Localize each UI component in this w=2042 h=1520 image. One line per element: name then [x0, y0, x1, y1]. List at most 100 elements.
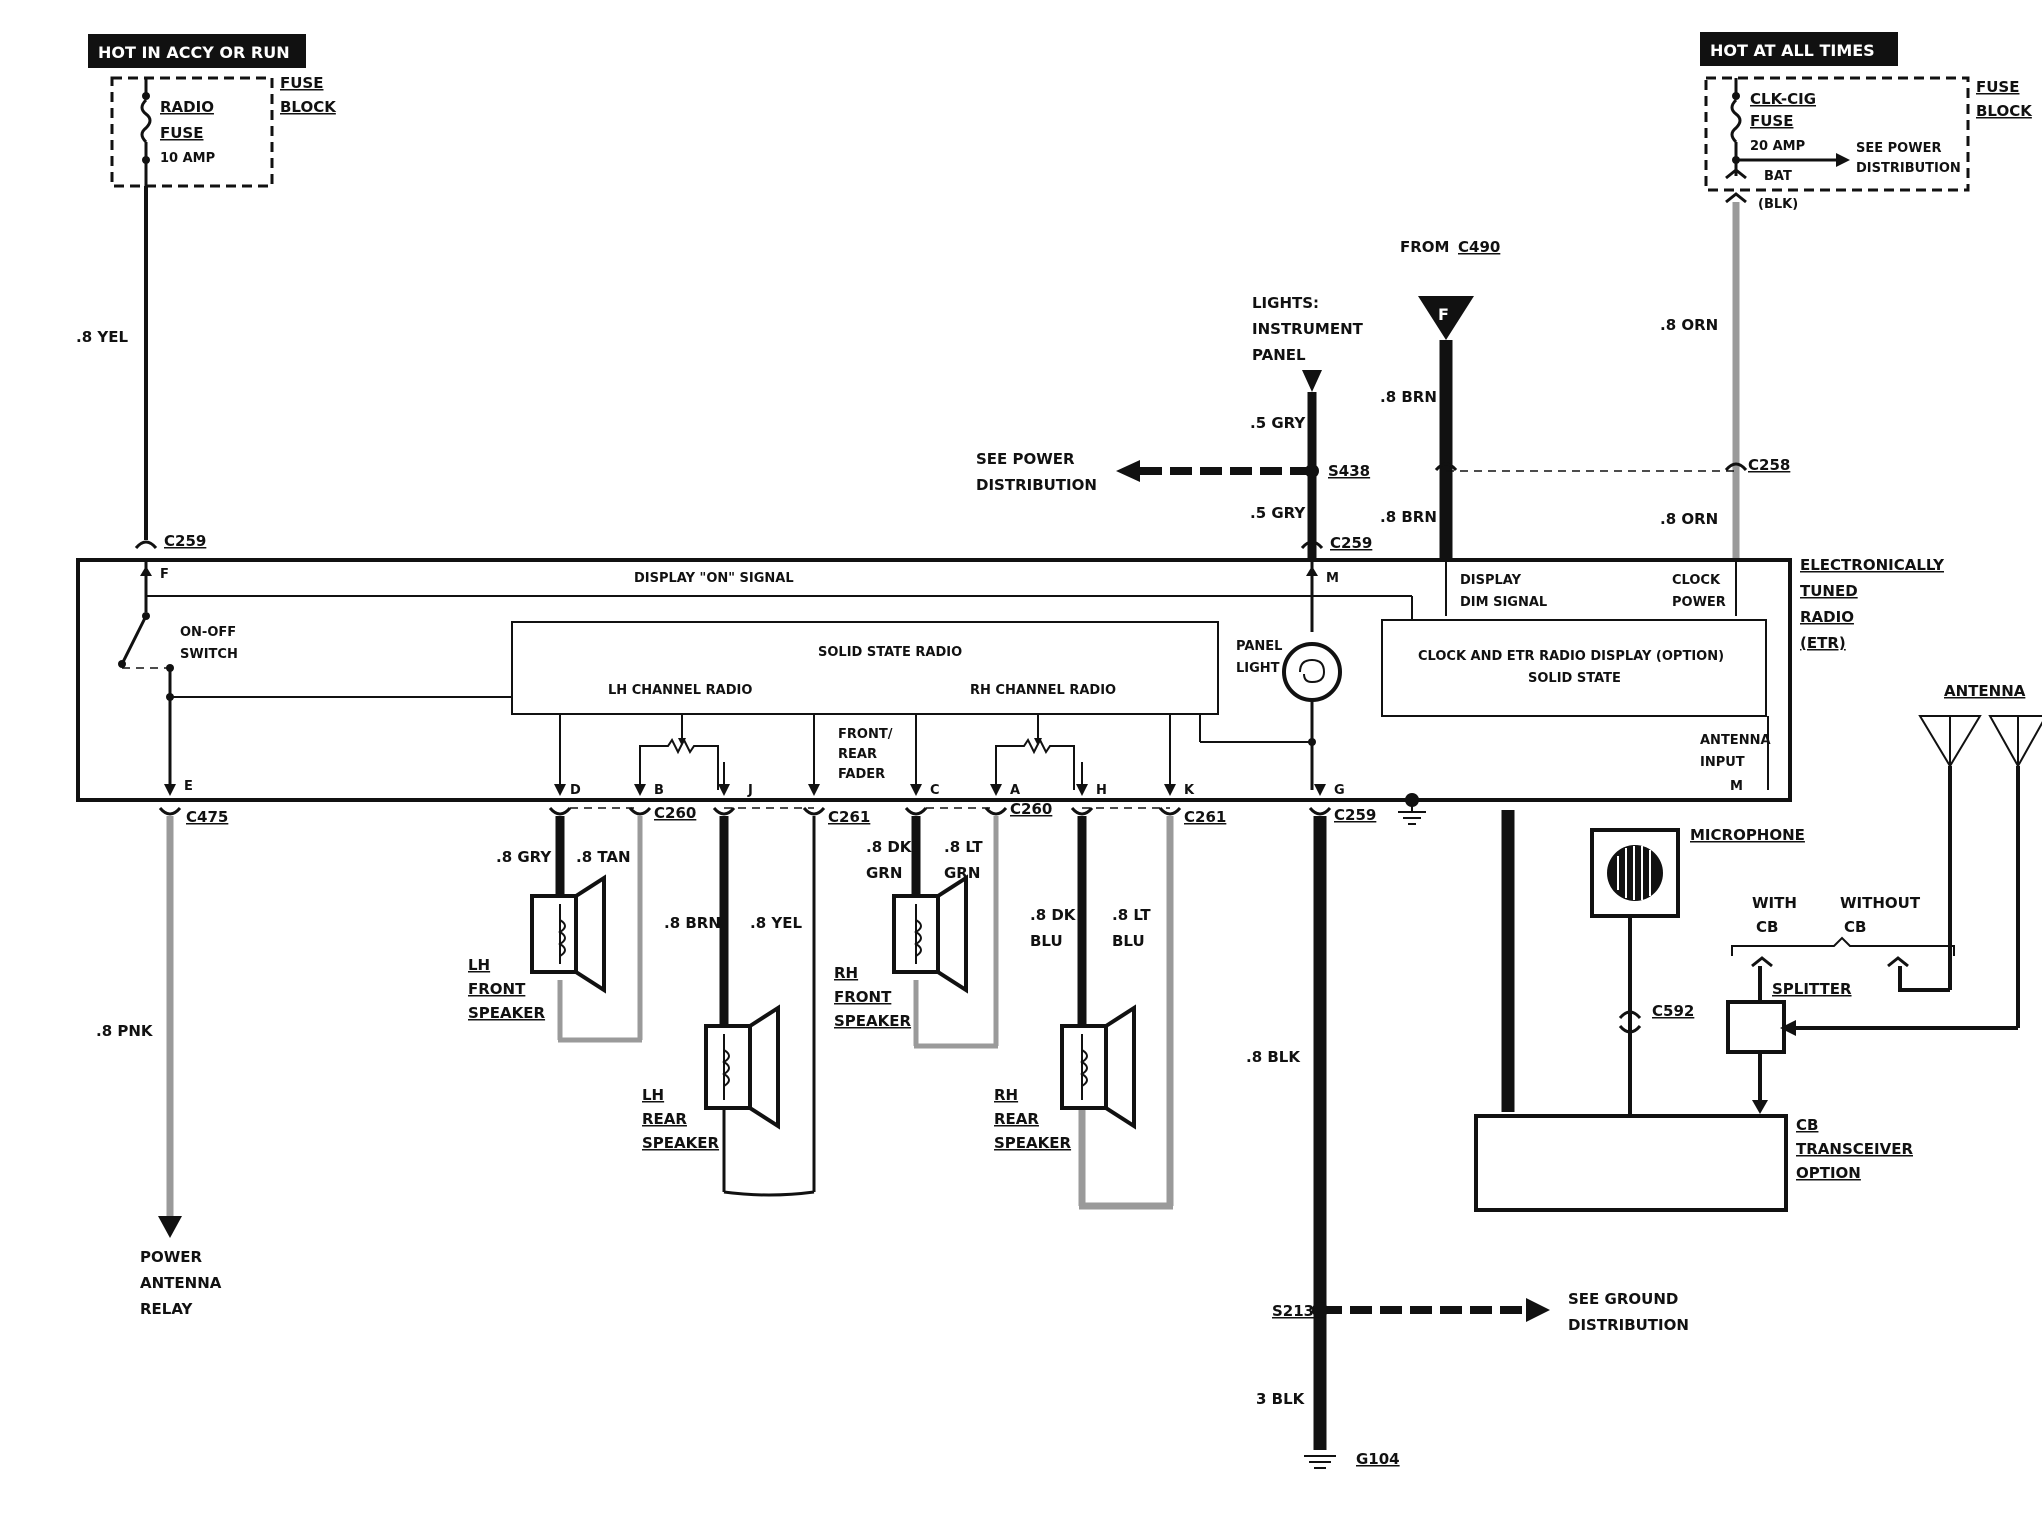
splitter-label: SPLITTER: [1772, 980, 1852, 998]
rh-rear-label-3: SPEAKER: [994, 1134, 1072, 1152]
pin-k: K: [1184, 783, 1195, 798]
cb-transceiver-label-1: CB: [1796, 1116, 1818, 1134]
cb-transceiver-label-3: OPTION: [1796, 1164, 1861, 1182]
power-antenna-3: RELAY: [140, 1300, 194, 1318]
wire-label-8-yel-b: .8 YEL: [750, 914, 802, 932]
etr-display-label-1: CLOCK AND ETR RADIO DISPLAY (OPTION): [1418, 649, 1724, 664]
display-dim-label-2: DIM SIGNAL: [1460, 595, 1547, 610]
fader-label-3: FADER: [838, 767, 885, 782]
lh-rear-label-1: LH: [642, 1086, 664, 1104]
wire-label-8-brn-c: .8 BRN: [664, 914, 721, 932]
wire-label-5-gry-a: .5 GRY: [1250, 414, 1306, 432]
f-marker-text: F: [1438, 305, 1449, 324]
pin-j: J: [747, 783, 753, 798]
wire-label-8-brn-b: .8 BRN: [1380, 508, 1437, 526]
see-ground-2: DISTRIBUTION: [1568, 1316, 1689, 1334]
pin-a: A: [1010, 783, 1020, 798]
pin-h: H: [1096, 783, 1107, 798]
wire-label-8-orn-b: .8 ORN: [1660, 510, 1718, 528]
wire-label-lt-grn-2: GRN: [944, 864, 980, 882]
fader-label-2: REAR: [838, 747, 877, 762]
from-connector-c490: C490: [1458, 238, 1500, 256]
connector-c260-b: C260: [1010, 800, 1052, 818]
wire-label-dk-blu-2: BLU: [1030, 932, 1063, 950]
wire-label-8-tan: .8 TAN: [576, 848, 631, 866]
cb-option-bracket: [1731, 936, 1955, 956]
ground-g104-symbol: [1304, 1455, 1336, 1469]
fuse-block-right-2: BLOCK: [1976, 102, 2033, 120]
clock-power-label-2: POWER: [1672, 595, 1726, 610]
radio-housing: [76, 558, 1792, 802]
pin-g: G: [1334, 783, 1345, 798]
rh-fader-resistor: [995, 737, 1075, 790]
rh-front-label-3: SPEAKER: [834, 1012, 912, 1030]
rh-front-label-1: RH: [834, 964, 858, 982]
etr-display-box: [1381, 619, 1767, 717]
on-off-label-1: ON-OFF: [180, 625, 236, 640]
lh-front-label-1: LH: [468, 956, 490, 974]
rh-front-speaker: [892, 874, 968, 994]
f-marker: F: [1418, 296, 1474, 340]
see-ground-1: SEE GROUND: [1568, 1290, 1678, 1308]
fuse-symbol-right: [1730, 98, 1742, 144]
pin-e: E: [184, 779, 193, 794]
clk-cig-fuse-name-1: CLK-CIG: [1750, 90, 1816, 108]
antenna-input-label-1: ANTENNA: [1700, 733, 1771, 748]
wire-label-8-orn-a: .8 ORN: [1660, 316, 1718, 334]
cb-transceiver-box: [1474, 1114, 1788, 1212]
radio-fuse-rating: 10 AMP: [160, 151, 215, 166]
from-label: FROM: [1400, 238, 1449, 256]
wire-label-8-pnk: .8 PNK: [96, 1022, 154, 1040]
on-off-label-2: SWITCH: [180, 647, 238, 662]
rh-front-label-2: FRONT: [834, 988, 892, 1006]
wire-label-dk-grn-1: .8 DK: [866, 838, 913, 856]
see-power-right-1: SEE POWER: [1856, 141, 1941, 156]
etr-label-2: TUNED: [1800, 582, 1858, 600]
connector-c259-bottom: C259: [1334, 806, 1376, 824]
wire-label-8-yel: .8 YEL: [76, 328, 128, 346]
panel-light-label-2: LIGHT: [1236, 661, 1280, 676]
panel-light-bulb: [1282, 642, 1342, 702]
connector-c475: C475: [186, 808, 228, 826]
clk-cig-fuse-name-2: FUSE: [1750, 112, 1793, 130]
clk-cig-fuse-block: CLK-CIG FUSE 20 AMP BAT SEE POWER DISTRI…: [1704, 76, 2033, 212]
with-cb-1: WITH: [1752, 894, 1797, 912]
antenna-input-label-2: INPUT: [1700, 755, 1745, 770]
bottom-connectors: [158, 806, 1332, 816]
connector-c259-top-left: C259: [164, 532, 206, 550]
wire-label-lt-grn-1: .8 LT: [944, 838, 983, 856]
microphone: [1590, 828, 1680, 918]
connector-c259-top-mid: C259: [1330, 534, 1372, 552]
lh-rear-label-2: REAR: [642, 1110, 687, 1128]
wire-label-8-gry: .8 GRY: [496, 848, 552, 866]
connector-c592: C592: [1652, 1002, 1694, 1020]
see-power-mid-2: DISTRIBUTION: [976, 476, 1097, 494]
without-cb-2: CB: [1844, 918, 1866, 936]
etr-label-4: (ETR): [1800, 634, 1846, 652]
connector-c261-b: C261: [1184, 808, 1226, 826]
see-power-mid-1: SEE POWER: [976, 450, 1075, 468]
etr-label-3: RADIO: [1800, 608, 1854, 626]
microphone-label: MICROPHONE: [1690, 826, 1805, 844]
fuse-block-left-1: FUSE: [280, 74, 323, 92]
fuse-block-left-2: BLOCK: [280, 98, 337, 116]
fuse-symbol-left: [140, 98, 152, 144]
connector-c258: C258: [1748, 456, 1790, 474]
pin-f: F: [160, 567, 169, 582]
display-on-signal: DISPLAY "ON" SIGNAL: [634, 571, 794, 586]
hot-all-times-header: HOT AT ALL TIMES: [1700, 32, 1898, 66]
wire-label-lt-blu-1: .8 LT: [1112, 906, 1151, 924]
antenna-label: ANTENNA: [1944, 682, 2026, 700]
clk-cig-fuse-rating: 20 AMP: [1750, 139, 1805, 154]
splice-s438: S438: [1328, 462, 1370, 480]
pin-m2: M: [1730, 779, 1743, 794]
rh-rear-label-2: REAR: [994, 1110, 1039, 1128]
etr-display-label-2: SOLID STATE: [1528, 671, 1621, 686]
lh-fader-resistor: [639, 737, 719, 790]
lights-label-1: LIGHTS:: [1252, 294, 1319, 312]
power-antenna-1: POWER: [140, 1248, 203, 1266]
lights-label-3: PANEL: [1252, 346, 1306, 364]
clock-power-label-1: CLOCK: [1672, 573, 1721, 588]
pin-m: M: [1326, 571, 1339, 586]
